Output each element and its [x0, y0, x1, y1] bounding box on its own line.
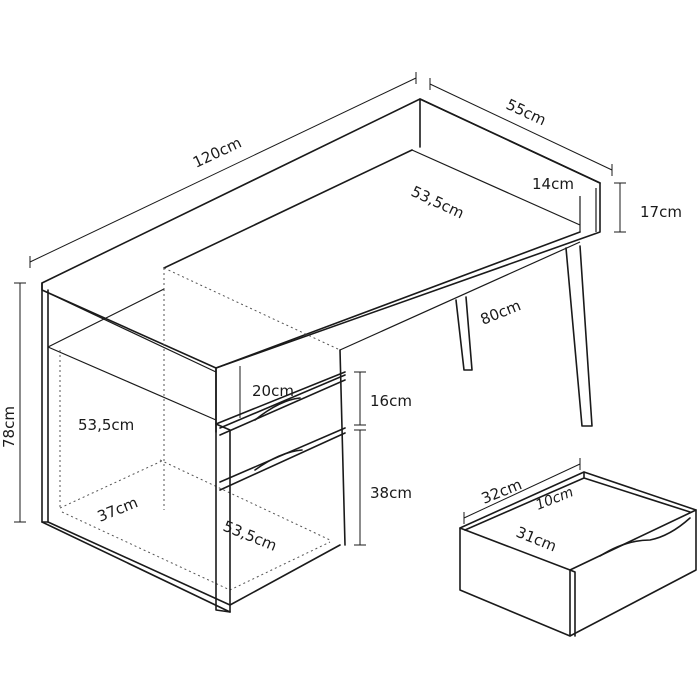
inner-shelf: [47, 288, 217, 421]
drawer-cutout: [599, 517, 691, 557]
dim-line-32: [463, 458, 581, 524]
dim-line-17: [614, 182, 626, 233]
desk-top-edge: [41, 98, 601, 369]
shelf-back-panel: [419, 98, 601, 184]
label-depth-total: 55cm: [503, 95, 549, 129]
desk-leg-front: [565, 245, 593, 427]
drawer-inner-side: [464, 471, 691, 531]
label-shelf-depth: 14cm: [532, 175, 574, 193]
dim-line-38: [354, 429, 366, 546]
drawer-body: [459, 509, 697, 637]
dim-line-55: [429, 78, 613, 176]
label-drawer-height: 10cm: [534, 484, 576, 514]
large-drawer-handle: [254, 449, 303, 471]
large-drawer-front: [219, 427, 346, 491]
label-large-drawer-height: 38cm: [370, 484, 412, 502]
label-desk-leg-span: 80cm: [478, 296, 524, 328]
label-cabinet-inner-height: 53,5cm: [78, 416, 134, 434]
desk-worktop: [163, 149, 581, 433]
desk-worktop-front: [339, 241, 581, 351]
hidden-edges-left: [59, 267, 341, 510]
label-small-drawer-front: 20cm: [252, 382, 294, 400]
small-drawer-handle: [254, 397, 301, 421]
label-cabinet-width: 37cm: [95, 493, 141, 525]
drawer-bottom-rim: [569, 569, 576, 637]
dim-line-16: [354, 371, 366, 426]
cabinet-front: [215, 367, 231, 613]
desk-top-front-edge: [41, 289, 217, 373]
label-total-height: 78cm: [0, 406, 18, 448]
base-panel: [41, 521, 341, 613]
dim-line-120: [29, 72, 417, 268]
dim-line-78: [14, 282, 26, 523]
label-width-total: 120cm: [190, 134, 244, 172]
desk-leg-back: [455, 296, 473, 371]
label-shelf-height: 17cm: [640, 203, 682, 221]
small-drawer-front: [219, 374, 346, 436]
cabinet-side: [215, 349, 346, 546]
shelf-inner-panel: [411, 149, 597, 232]
label-desk-inner-depth: 53,5cm: [408, 182, 467, 222]
left-side-panel: [41, 282, 49, 523]
label-small-drawer-height: 16cm: [370, 392, 412, 410]
